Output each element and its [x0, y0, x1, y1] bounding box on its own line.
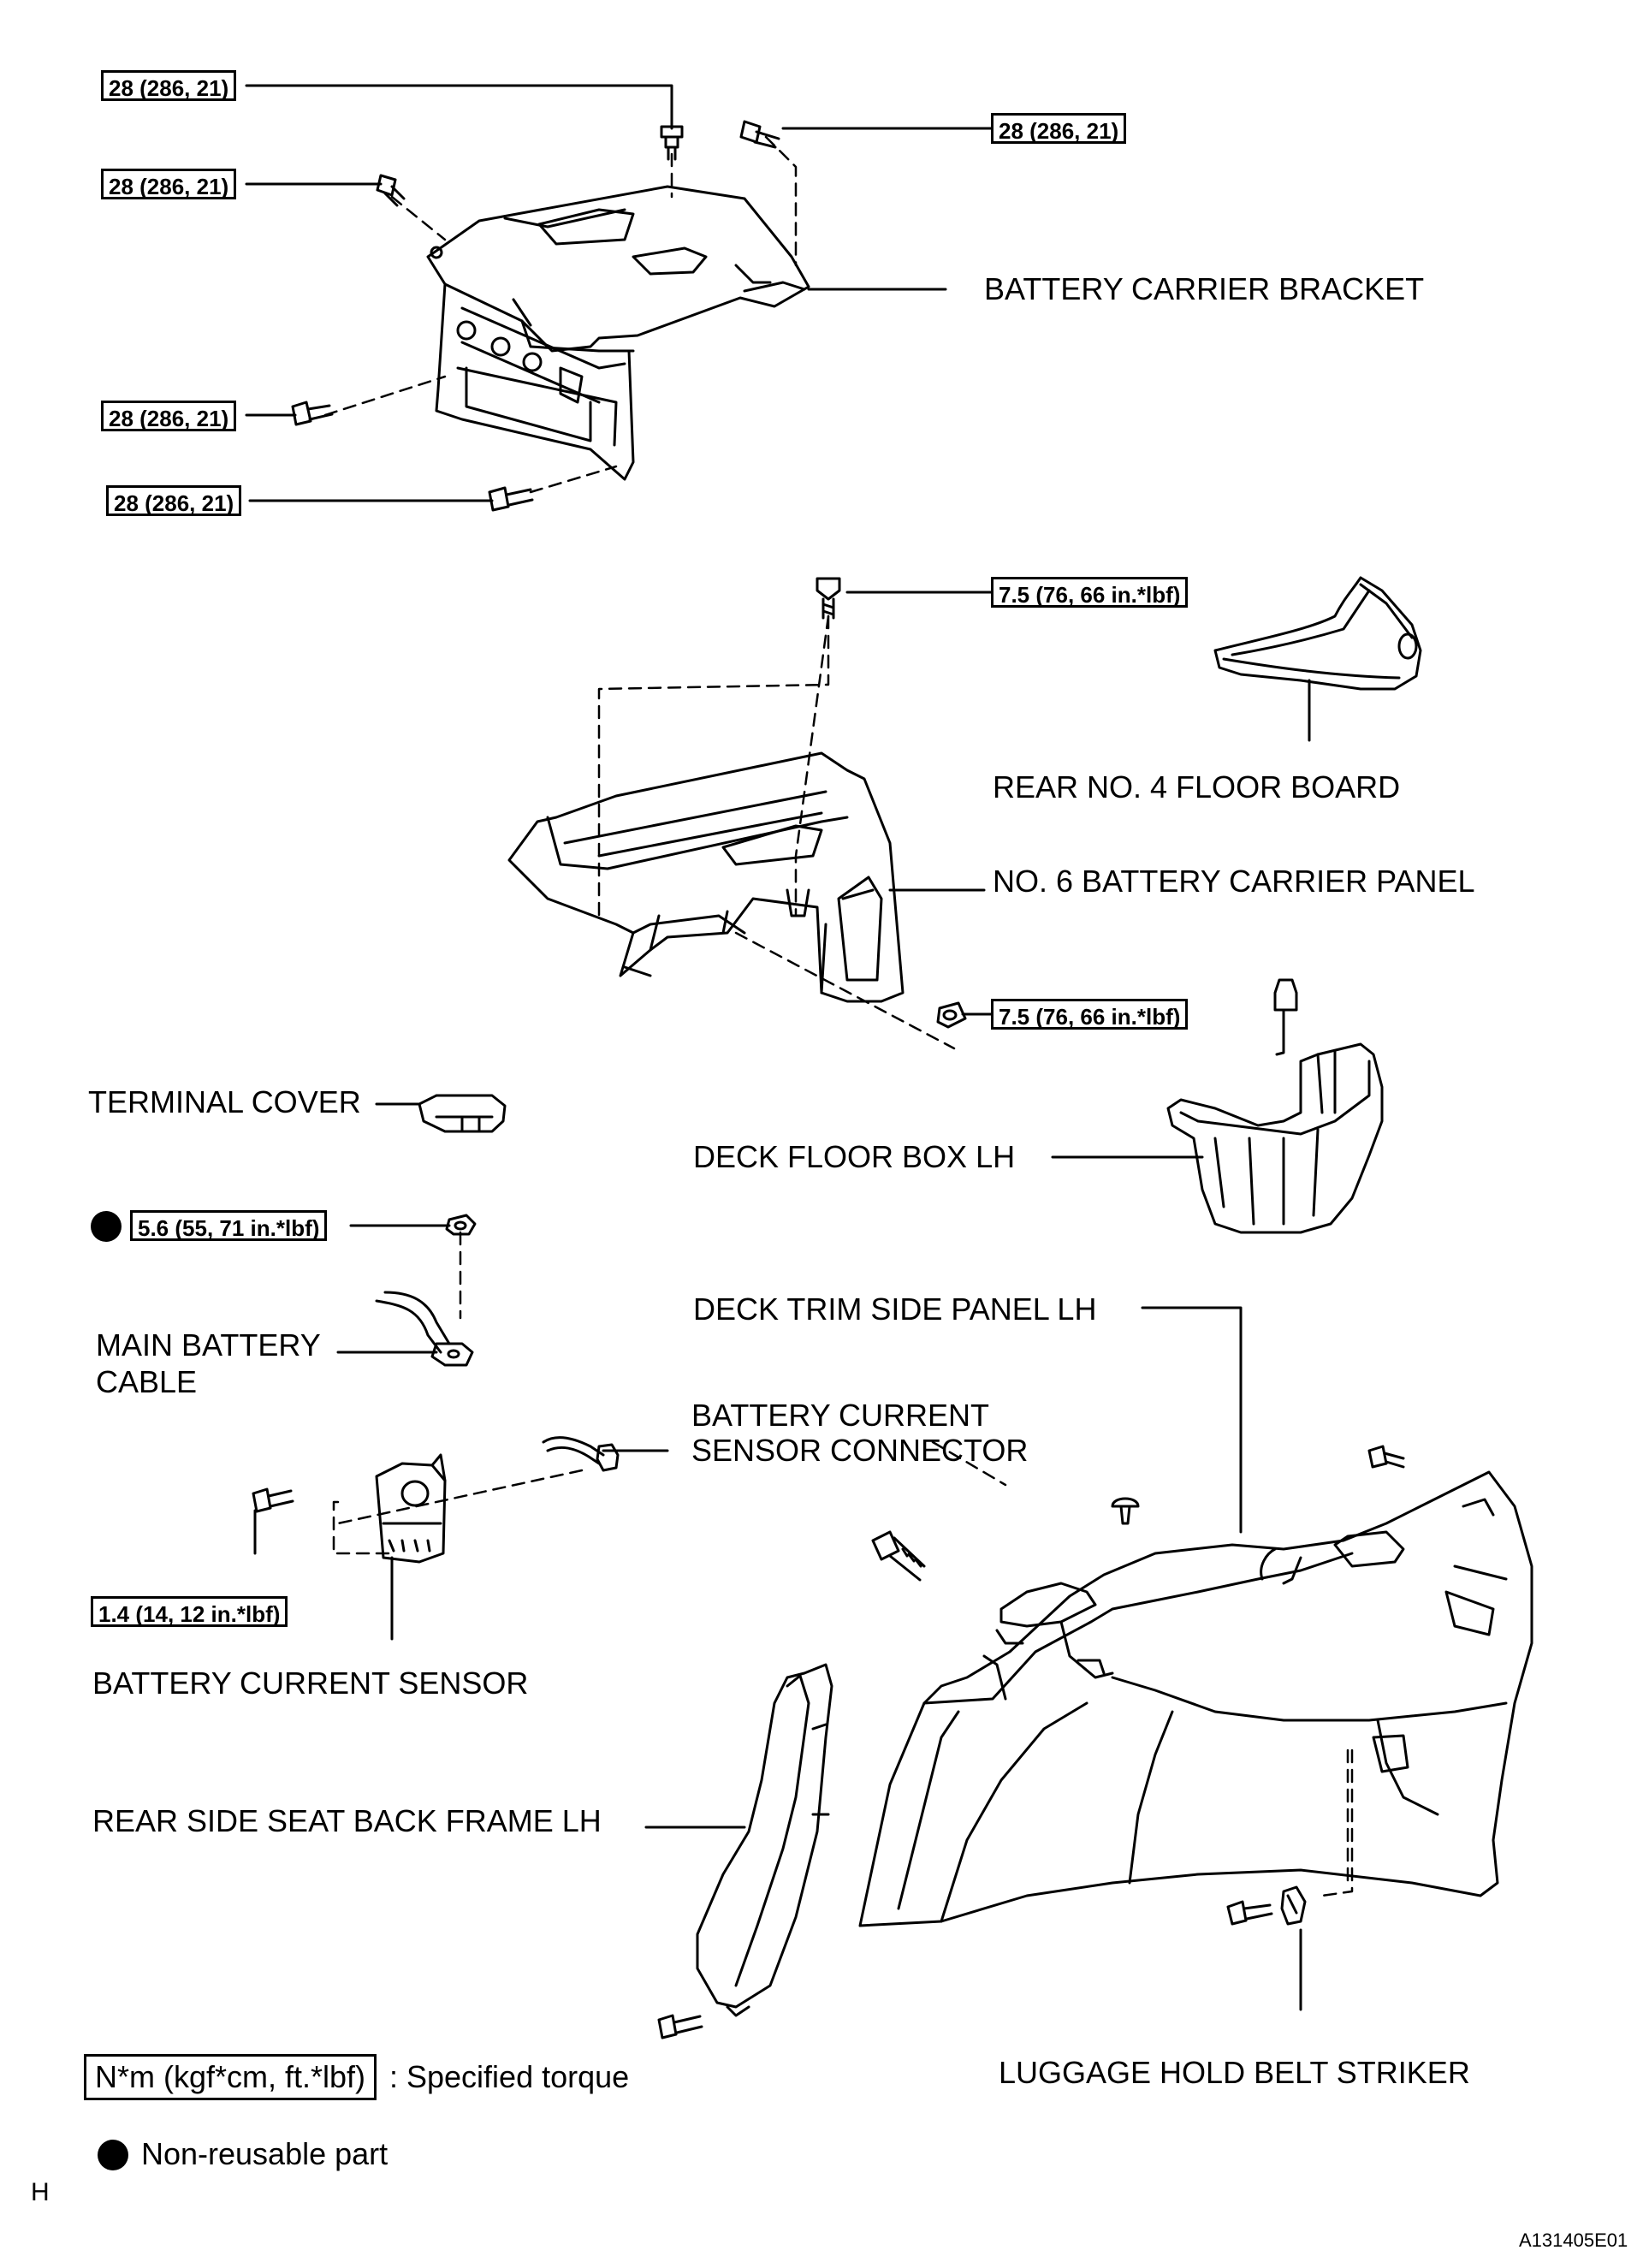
deck-floor-box-lh-drawing: [1166, 978, 1384, 1234]
no6-battery-carrier-panel-drawing: [507, 751, 905, 1003]
battery-current-sensor-connector-drawing: [542, 1436, 620, 1472]
label-battery-current-sensor-connector-line2: SENSOR CONNECTOR: [691, 1433, 1029, 1468]
sensor-bolt: [252, 1487, 294, 1513]
label-rear-side-seat-back-frame-lh: REAR SIDE SEAT BACK FRAME LH: [92, 1803, 602, 1838]
battery-current-sensor-drawing: [375, 1453, 447, 1564]
label-deck-floor-box-lh: DECK FLOOR BOX LH: [693, 1139, 1016, 1174]
dashed-assembly-lines: [323, 135, 1354, 1897]
legend-non-reusable-dot: [98, 2140, 128, 2170]
footer-figure-code: A131405E01: [1519, 2229, 1628, 2251]
seat-frame-bolt: [657, 2014, 703, 2039]
label-battery-current-sensor: BATTERY CURRENT SENSOR: [92, 1665, 529, 1701]
battery-carrier-bracket-drawing: [426, 185, 810, 481]
torque-leader-lines: [245, 84, 994, 1555]
carrier-panel-nut: [936, 1001, 967, 1029]
main-battery-cable-drawing: [375, 1291, 474, 1367]
torque-label-cable-nut: 5.6 (55, 71 in.*lbf): [130, 1210, 328, 1241]
carrier-panel-screw: [816, 577, 841, 620]
torque-label-sensor-bolt: 1.4 (14, 12 in.*lbf): [91, 1596, 288, 1627]
deck-trim-side-panel-lh-drawing: [858, 1470, 1533, 1927]
rear-side-seat-back-frame-lh-drawing: [696, 1663, 833, 2017]
label-battery-current-sensor-connector-line1: BATTERY CURRENT: [691, 1398, 990, 1433]
label-rear-no4-floor-board: REAR NO. 4 FLOOR BOARD: [993, 769, 1401, 804]
torque-label-carrier-panel-nut: 7.5 (76, 66 in.*lbf): [991, 999, 1189, 1030]
part-leader-lines: [336, 288, 1311, 2011]
label-battery-carrier-bracket: BATTERY CARRIER BRACKET: [984, 271, 1425, 306]
bracket-bolts: [291, 120, 780, 512]
label-no6-battery-carrier-panel: NO. 6 BATTERY CARRIER PANEL: [993, 864, 1475, 899]
label-main-battery-cable-line2: CABLE: [96, 1364, 198, 1399]
torque-label-carrier-panel-top: 7.5 (76, 66 in.*lbf): [991, 577, 1189, 608]
torque-label-bracket-left: 28 (286, 21): [101, 169, 237, 199]
cable-nut: [445, 1214, 477, 1236]
label-main-battery-cable-line1: MAIN BATTERY: [96, 1327, 321, 1363]
legend-torque-description: : Specified torque: [389, 2059, 630, 2094]
torque-label-bracket-lower1: 28 (286, 21): [101, 401, 237, 431]
non-reusable-marker: [91, 1211, 122, 1242]
legend-torque-unit-box: N*m (kgf*cm, ft.*lbf): [84, 2054, 377, 2100]
torque-label-bracket-top: 28 (286, 21): [101, 70, 237, 101]
rear-no4-floor-board-drawing: [1213, 576, 1422, 691]
label-luggage-hold-belt-striker: LUGGAGE HOLD BELT STRIKER: [999, 2055, 1470, 2090]
torque-label-bracket-top-right: 28 (286, 21): [991, 113, 1127, 144]
terminal-cover-drawing: [418, 1094, 507, 1133]
torque-label-bracket-lower2: 28 (286, 21): [106, 485, 242, 516]
deck-trim-fasteners: [871, 1445, 1405, 1926]
footer-letter: H: [31, 2178, 50, 2206]
label-deck-trim-side-panel-lh: DECK TRIM SIDE PANEL LH: [693, 1291, 1097, 1327]
legend-non-reusable-text: Non-reusable part: [141, 2136, 389, 2171]
label-terminal-cover: TERMINAL COVER: [88, 1084, 361, 1119]
